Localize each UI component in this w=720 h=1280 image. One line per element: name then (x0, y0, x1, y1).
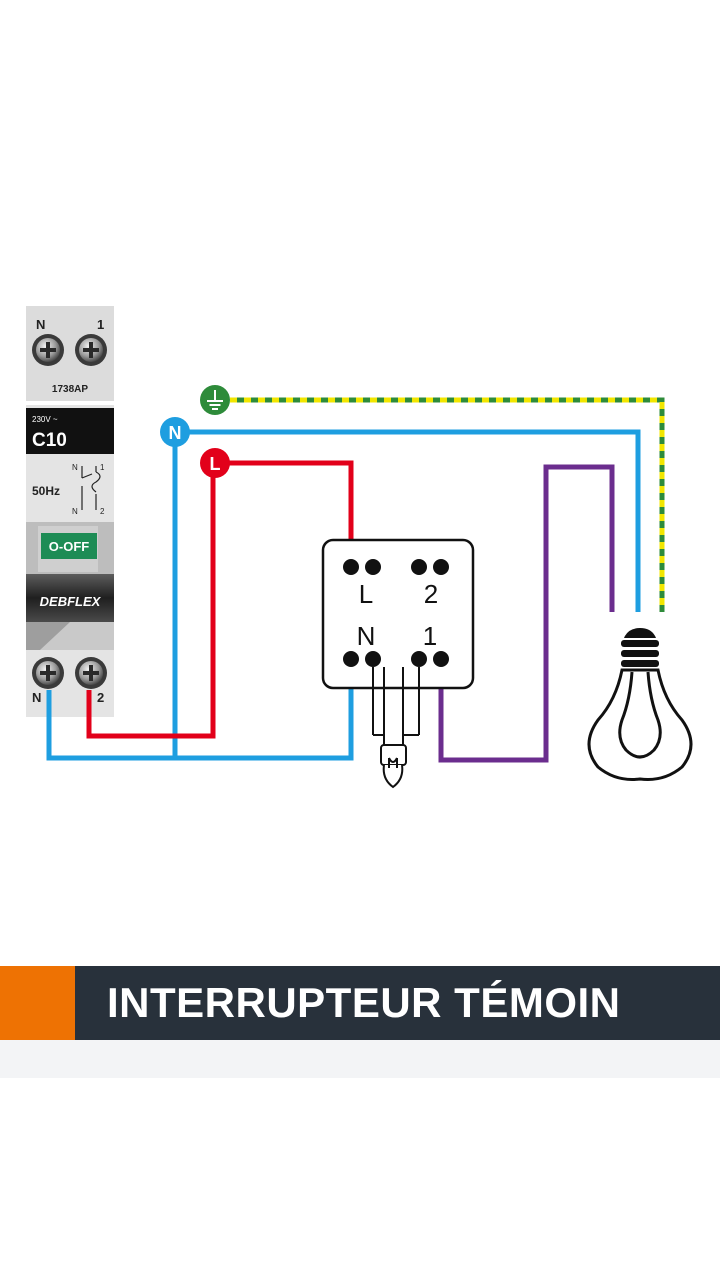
terminal-dot (433, 651, 449, 667)
breaker-symbol-1: 1 (100, 463, 105, 472)
neutral-badge: N (160, 417, 190, 447)
breaker-brand: DEBFLEX (40, 594, 102, 609)
light-bulb-icon (587, 628, 693, 781)
breaker-bottom-terminal-n-label: N (32, 690, 41, 705)
breaker-state-indicator (41, 533, 97, 559)
title-accent-block (0, 966, 75, 1040)
breaker-symbol (81, 466, 101, 510)
title-panel: INTERRUPTEUR TÉMOIN (75, 966, 720, 1040)
switch-box: L 2 N 1 (321, 538, 475, 690)
breaker-model: 1738AP (52, 384, 88, 395)
screw-icon (75, 657, 107, 689)
live-wire (86, 460, 354, 739)
switch-terminal-2: 2 (424, 579, 438, 609)
switch-terminal-L: L (359, 579, 373, 609)
pilot-lamp-icon (372, 667, 420, 789)
breaker-bottom-terminal-2-label: 2 (97, 690, 104, 705)
breaker-symbol-n-bottom: N (72, 507, 78, 516)
footer-band (0, 1040, 720, 1078)
terminal-dot (411, 559, 427, 575)
switch-terminal-N: N (357, 621, 376, 651)
breaker-top-terminal-1-label: 1 (97, 317, 104, 332)
breaker-state-label: O-OFF (49, 539, 89, 554)
switched-wire (438, 464, 615, 763)
breaker-top-terminal-n-label: N (36, 317, 45, 332)
live-badge-label: L (210, 454, 221, 474)
screw-icon (75, 334, 107, 366)
terminal-dot (343, 651, 359, 667)
terminal-dot (343, 559, 359, 575)
earth-icon (207, 390, 223, 410)
wiring-diagram: N 1 1738AP 230V ~ C10 50Hz (26, 306, 693, 789)
neutral-wire-switch (46, 660, 354, 761)
page-title: INTERRUPTEUR TÉMOIN (107, 979, 621, 1026)
breaker-voltage: 230V ~ (32, 415, 58, 424)
terminal-dot (365, 559, 381, 575)
breaker-symbol-n-top: N (72, 463, 78, 472)
screw-icon (32, 334, 64, 366)
wires (46, 397, 665, 763)
screw-icon (32, 657, 64, 689)
breaker-frequency: 50Hz (32, 484, 60, 498)
breaker-rating-panel (26, 408, 114, 454)
earth-wire-stripe (230, 397, 665, 612)
neutral-wire-to-lamp (175, 429, 641, 612)
terminal-dot (365, 651, 381, 667)
title-banner: INTERRUPTEUR TÉMOIN (0, 966, 720, 1040)
switch-terminal-1: 1 (423, 621, 437, 651)
breaker-rating: C10 (32, 430, 67, 451)
terminal-dot (411, 651, 427, 667)
live-badge: L (200, 448, 230, 478)
terminal-dot (433, 559, 449, 575)
earth-badge (200, 385, 230, 415)
neutral-badge-label: N (169, 423, 182, 443)
breaker-brand-plate (26, 574, 114, 622)
circuit-breaker: N 1 1738AP 230V ~ C10 50Hz (26, 306, 114, 717)
breaker-symbol-2: 2 (100, 507, 105, 516)
